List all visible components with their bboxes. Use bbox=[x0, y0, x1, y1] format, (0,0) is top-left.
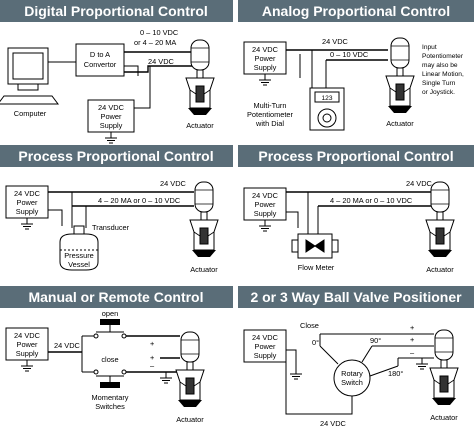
minus-label: – bbox=[410, 348, 415, 357]
computer-icon bbox=[0, 47, 59, 105]
psu-label-2: Power bbox=[255, 200, 276, 209]
psu-label-3: Supply bbox=[254, 351, 277, 360]
deg180-label: 180° bbox=[388, 369, 403, 378]
flow-meter-icon bbox=[291, 233, 339, 259]
vdc-label: 24 VDC bbox=[148, 57, 175, 66]
converter-label-1: D to A bbox=[90, 50, 110, 59]
panel-title: 2 or 3 Way Ball Valve Positioner bbox=[250, 289, 462, 305]
panel-title: Manual or Remote Control bbox=[28, 289, 203, 305]
panel-header bbox=[0, 145, 233, 167]
actuator-label: Actuator bbox=[190, 265, 218, 274]
actuator-label: Actuator bbox=[186, 121, 214, 130]
plus-label-2: + bbox=[150, 353, 154, 362]
psu-label-2: Power bbox=[17, 340, 38, 349]
switches-label-1: Momentary bbox=[92, 393, 129, 402]
pot-label-1: Multi-Turn bbox=[254, 101, 287, 110]
actuator-label: Actuator bbox=[430, 413, 458, 422]
signal-label: 0 – 10 VDC bbox=[330, 50, 369, 59]
note-line-3: may also be bbox=[422, 62, 458, 69]
psu-label-3: Supply bbox=[254, 63, 277, 72]
pot-label-2: Potentiometer bbox=[247, 110, 294, 119]
note-line-1: Input bbox=[422, 44, 437, 51]
psu-label-2: Power bbox=[255, 54, 276, 63]
psu-label-3: Supply bbox=[16, 207, 39, 216]
psu-label-3: Supply bbox=[254, 209, 277, 218]
note-line-4: Linear Motion, bbox=[422, 71, 464, 78]
pressure-vessel-icon bbox=[59, 225, 99, 271]
rotary-switch-icon bbox=[285, 345, 399, 415]
psu-label-2: Power bbox=[101, 112, 122, 121]
computer-label: Computer bbox=[14, 109, 47, 118]
panel-title: Process Proportional Control bbox=[18, 148, 213, 164]
switches-label-2: Switches bbox=[95, 402, 125, 411]
power-supply-box bbox=[5, 327, 49, 361]
note-line-2: Potentiometer bbox=[422, 53, 464, 60]
plus-label: + bbox=[150, 339, 154, 348]
converter-label-2: Convertor bbox=[84, 60, 117, 69]
panel-header bbox=[0, 286, 233, 308]
note-line-5: Single Turn bbox=[422, 80, 456, 87]
flow-meter-label: Flow Meter bbox=[298, 263, 335, 272]
psu-label-1: 24 VDC bbox=[252, 45, 279, 54]
psu-label-2: Power bbox=[255, 342, 276, 351]
close-switch-icon bbox=[93, 369, 127, 388]
plus-label-2: + bbox=[410, 335, 414, 344]
rotary-label-2: Switch bbox=[341, 378, 363, 387]
panel-title: Analog Proportional Control bbox=[262, 3, 450, 19]
signal-label: 4 – 20 MA or 0 – 10 VDC bbox=[330, 196, 413, 205]
pot-label-3: with Dial bbox=[255, 119, 284, 128]
panel-title: Digital Proportional Control bbox=[24, 3, 208, 19]
signal-label-1: 0 – 10 VDC bbox=[140, 28, 179, 37]
deg90-label: 90° bbox=[370, 336, 381, 345]
vessel-label-1: Pressure bbox=[64, 251, 94, 260]
panel-manual-remote: Manual or Remote Control 24 VDC Power Su… bbox=[0, 286, 233, 424]
power-supply-box bbox=[5, 185, 49, 219]
vessel-label-2: Vessel bbox=[68, 260, 90, 269]
actuator-label: Actuator bbox=[176, 415, 204, 424]
panel-title: Process Proportional Control bbox=[258, 148, 453, 164]
close-label: Close bbox=[300, 321, 319, 330]
panel-analog-proportional: Analog Proportional Control 24 VDC Power… bbox=[238, 0, 474, 131]
note-line-6: or Joystick. bbox=[422, 89, 455, 96]
panel-header bbox=[238, 145, 474, 167]
dial-digits: 123 bbox=[321, 95, 332, 102]
minus-label: – bbox=[150, 361, 155, 370]
converter-box bbox=[75, 43, 125, 77]
vdc-label: 24 VDC bbox=[406, 179, 433, 188]
actuator-label: Actuator bbox=[386, 119, 414, 128]
potentiometer-dial-icon bbox=[309, 87, 345, 131]
psu-label-1: 24 VDC bbox=[98, 103, 125, 112]
actuator-label: Actuator bbox=[426, 265, 454, 274]
panel-header bbox=[238, 0, 474, 22]
psu-label-2: Power bbox=[17, 198, 38, 207]
panel-process-proportional-pressure: Process Proportional Control 24 VDC Powe… bbox=[0, 145, 233, 274]
psu-label-1: 24 VDC bbox=[252, 191, 279, 200]
transducer-label: Transducer bbox=[92, 223, 130, 232]
open-label: open bbox=[102, 309, 118, 318]
psu-label-1: 24 VDC bbox=[14, 331, 41, 340]
plus-label: + bbox=[410, 323, 414, 332]
panel-header bbox=[238, 286, 474, 308]
rotary-label-1: Rotary bbox=[341, 369, 363, 378]
psu-label-3: Supply bbox=[100, 121, 123, 130]
psu-label-1: 24 VDC bbox=[14, 189, 41, 198]
panel-digital-proportional: Digital Proportional Control Computer D … bbox=[0, 0, 233, 144]
psu-label-3: Supply bbox=[16, 349, 39, 358]
panel-ball-valve-positioner: 2 or 3 Way Ball Valve Positioner 24 VDC … bbox=[238, 286, 474, 428]
signal-label: 4 – 20 MA or 0 – 10 VDC bbox=[98, 196, 181, 205]
power-supply-box bbox=[243, 329, 287, 363]
vdc-label: 24 VDC bbox=[322, 37, 349, 46]
deg0-label: 0° bbox=[312, 338, 319, 347]
vdc-label: 24 VDC bbox=[54, 341, 81, 350]
vdc-label: 24 VDC bbox=[160, 179, 187, 188]
signal-label-2: or 4 – 20 MA bbox=[134, 38, 176, 47]
close-label: close bbox=[101, 355, 118, 364]
panel-process-proportional-flow: Process Proportional Control 24 VDC Powe… bbox=[238, 145, 474, 274]
psu-label-1: 24 VDC bbox=[252, 333, 279, 342]
panel-header bbox=[0, 0, 233, 22]
vdc-label: 24 VDC bbox=[320, 419, 347, 428]
